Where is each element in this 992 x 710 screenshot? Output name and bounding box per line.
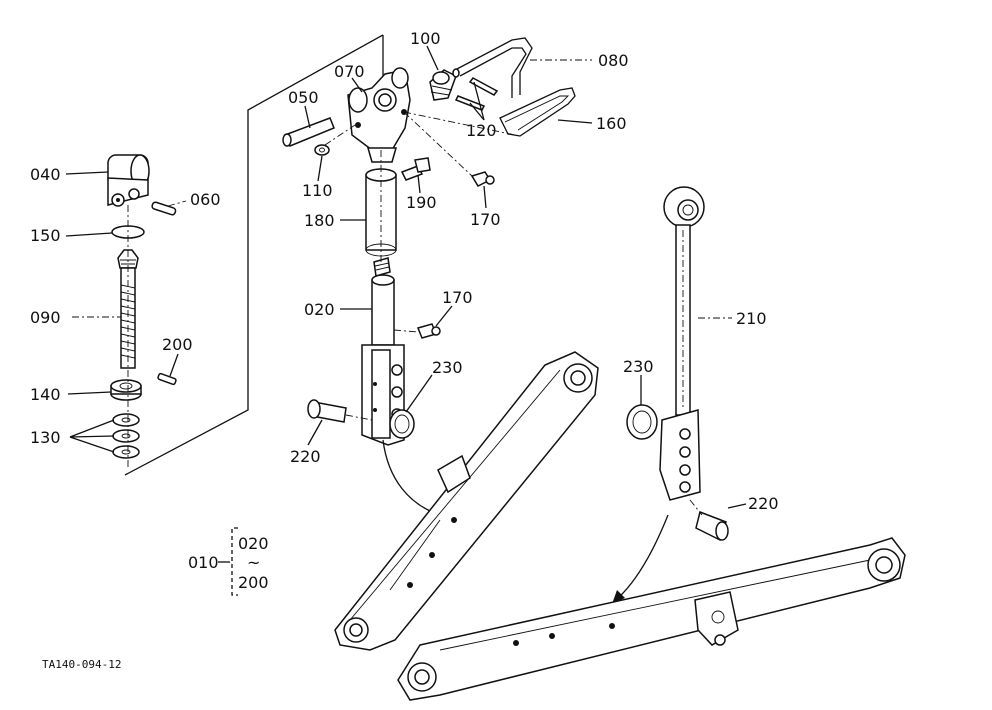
label-210: 210 [736,309,767,328]
part-090-screw [117,249,139,369]
label-220-left: 220 [290,447,321,466]
part-210-lift-rod [659,186,705,501]
assembly-range-start: 020 [238,534,269,553]
part-170-grease-fitting-b [416,323,441,339]
part-200-pin [157,372,177,386]
part-080-lever [452,37,533,98]
part-220-pin-b [695,510,729,542]
part-110-washer [314,144,330,156]
label-060: 060 [190,190,221,209]
part-190-grease-nipple [400,157,431,181]
part-230-ring-b [626,404,658,440]
figure-code: TA140-094-12 [42,658,121,671]
part-100-knob [429,69,457,101]
label-170-lower: 170 [442,288,473,307]
label-120: 120 [466,121,497,140]
label-130: 130 [30,428,61,447]
label-070: 070 [334,62,365,81]
part-labels: 040 060 150 090 200 140 130 050 070 100 … [30,29,779,513]
assembly-bracket [124,34,384,476]
part-060-pin [151,201,177,216]
assembly-number: 010 [188,553,219,572]
assembly-note: 010 020 ~ 200 [188,527,269,596]
part-020-lower-rod [361,257,405,446]
part-230-ring-a [389,409,415,439]
leader-lines [65,45,747,509]
part-220-pin-a [307,399,347,423]
label-080: 080 [598,51,629,70]
part-140-nut [110,379,142,401]
label-170-upper: 170 [470,210,501,229]
label-050: 050 [288,88,319,107]
arrow-to-lower-link-right [612,514,669,604]
label-040: 040 [30,165,61,184]
lower-link-left [334,351,599,651]
label-110: 110 [302,181,333,200]
assembly-range-tilde: ~ [247,553,260,572]
part-170-grease-fitting-a [470,171,495,187]
label-140: 140 [30,385,61,404]
lower-link-right [397,537,906,701]
part-050-pin [282,117,335,147]
part-130-washers [112,413,140,459]
label-230-right: 230 [623,357,654,376]
label-200: 200 [162,335,193,354]
part-040-housing [107,154,150,207]
label-020: 020 [304,300,335,319]
label-180: 180 [304,211,335,230]
part-160-spring-clip [499,87,576,137]
label-100: 100 [410,29,441,48]
label-160: 160 [596,114,627,133]
label-230-left: 230 [432,358,463,377]
part-070-yoke [347,67,411,163]
label-150: 150 [30,226,61,245]
label-220-right: 220 [748,494,779,513]
label-190: 190 [406,193,437,212]
label-090: 090 [30,308,61,327]
assembly-range-end: 200 [238,573,269,592]
